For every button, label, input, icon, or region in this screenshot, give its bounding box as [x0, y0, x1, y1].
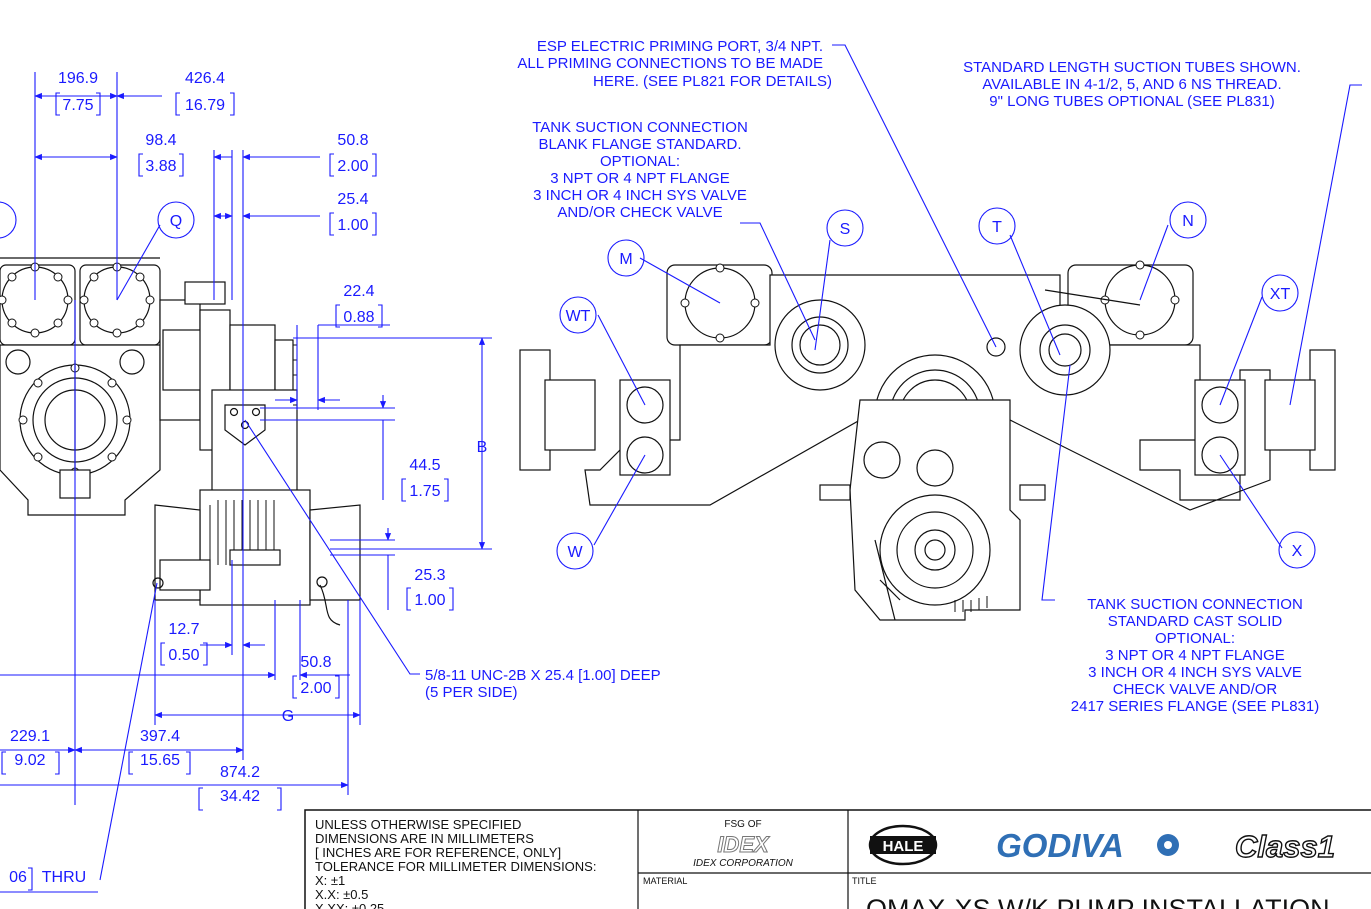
balloon-q-label: Q	[170, 213, 182, 230]
dimension-texts: 196.9 7.75 426.4 16.79 98.4 3.88 50.8 2.…	[0, 70, 488, 893]
dim-g: G	[282, 708, 294, 725]
spec-line4: TOLERANCE FOR MILLIMETER DIMENSIONS:	[315, 859, 596, 874]
dim-229-in: 9.02	[14, 752, 45, 769]
dimension-lines	[0, 72, 492, 805]
dim-22-mm: 22.4	[343, 283, 374, 300]
tank-cast-line1: TANK SUCTION CONNECTION	[1087, 596, 1303, 613]
thread-note-line2: (5 PER SIDE)	[425, 684, 518, 701]
title-block: UNLESS OTHERWISE SPECIFIED DIMENSIONS AR…	[304, 809, 1371, 909]
thru-label: THRU	[42, 869, 86, 886]
balloon-s	[826, 209, 864, 247]
dim-874-mm: 874.2	[220, 764, 260, 781]
tank-cast-line6: CHECK VALVE AND/OR	[1113, 681, 1278, 698]
spec-line5: X: ±1	[315, 873, 345, 888]
tank-cast-line2: STANDARD CAST SOLID	[1108, 613, 1283, 630]
balloon-wt	[559, 296, 597, 334]
dim-12-mm: 12.7	[168, 621, 199, 638]
tank-cast-line4: 3 NPT OR 4 NPT FLANGE	[1105, 647, 1285, 664]
dim-50a-mm: 50.8	[337, 132, 368, 149]
spec-line6: X.X: ±0.5	[315, 887, 368, 902]
dim-50a-in: 2.00	[337, 158, 368, 175]
leader-lines	[99, 44, 1362, 881]
godiva-logo: GODIVA	[996, 827, 1124, 864]
esp-note-line2: ALL PRIMING CONNECTIONS TO BE MADE	[517, 55, 823, 72]
drawing-title: QMAX-XS W/K PUMP INSTALLATION	[866, 894, 1330, 909]
balloon-x	[1278, 531, 1316, 569]
balloon-q	[157, 201, 195, 239]
balloon-w-label: W	[567, 544, 583, 561]
tank-cast-line7: 2417 SERIES FLANGE (SEE PL831)	[1071, 698, 1319, 715]
balloon-w	[556, 532, 594, 570]
class1-logo: Class1	[1235, 829, 1335, 864]
balloon-n	[1169, 201, 1207, 239]
dim-874-in: 34.42	[220, 788, 260, 805]
thread-note-line1: 5/8-11 UNC-2B X 25.4 [1.00] DEEP	[425, 667, 661, 684]
spec-line2: DIMENSIONS ARE IN MILLIMETERS	[315, 831, 534, 846]
dim-25a-in: 1.00	[337, 217, 368, 234]
tank-blank-line4: 3 NPT OR 4 NPT FLANGE	[550, 170, 730, 187]
esp-note-line3: HERE. (SEE PL821 FOR DETAILS)	[593, 73, 832, 90]
thru-value: 06	[9, 869, 27, 886]
dim-426-in: 16.79	[185, 97, 225, 114]
tubes-note-line3: 9" LONG TUBES OPTIONAL (SEE PL831)	[989, 93, 1274, 110]
balloon-m-label: M	[619, 251, 632, 268]
tank-blank-line5: 3 INCH OR 4 INCH SYS VALVE	[533, 187, 747, 204]
spec-line3: [ INCHES ARE FOR REFERENCE, ONLY]	[315, 845, 561, 860]
balloon-wt-label: WT	[566, 308, 591, 325]
side-view-pump	[0, 257, 361, 626]
dim-397-mm: 397.4	[140, 728, 180, 745]
balloon-n-label: N	[1182, 213, 1194, 230]
front-view-pump	[519, 260, 1336, 621]
dim-b: B	[477, 439, 488, 456]
balloon-t-label: T	[992, 219, 1002, 236]
esp-note-line1: ESP ELECTRIC PRIMING PORT, 3/4 NPT.	[537, 38, 823, 55]
dim-25a-mm: 25.4	[337, 191, 368, 208]
dim-98-mm: 98.4	[145, 132, 176, 149]
balloons: Q M S T N WT XT W X	[0, 201, 1316, 570]
idex-corporation-label: IDEX CORPORATION	[693, 858, 794, 869]
tubes-note-line1: STANDARD LENGTH SUCTION TUBES SHOWN.	[963, 59, 1301, 76]
tank-blank-line2: BLANK FLANGE STANDARD.	[538, 136, 741, 153]
tank-blank-line3: OPTIONAL:	[600, 153, 680, 170]
balloon-x-label: X	[1292, 543, 1303, 560]
dim-22-in: 0.88	[343, 309, 374, 326]
spec-line1: UNLESS OTHERWISE SPECIFIED	[315, 817, 521, 832]
dim-25b-in: 1.00	[414, 592, 445, 609]
tank-cast-line3: OPTIONAL:	[1155, 630, 1235, 647]
balloon-s-label: S	[840, 221, 851, 238]
hale-logo: HALE	[883, 838, 924, 855]
tubes-note-line2: AVAILABLE IN 4-1/2, 5, AND 6 NS THREAD.	[982, 76, 1281, 93]
dim-397-in: 15.65	[140, 752, 180, 769]
dim-229-mm: 229.1	[10, 728, 50, 745]
dim-98-in: 3.88	[145, 158, 176, 175]
balloon-xt	[1261, 274, 1299, 312]
dim-196-mm: 196.9	[58, 70, 98, 87]
tank-blank-line1: TANK SUCTION CONNECTION	[532, 119, 748, 136]
balloon-t	[978, 207, 1016, 245]
material-label: MATERIAL	[643, 876, 687, 886]
title-label: TITLE	[852, 876, 877, 886]
spec-line7: X.XX: ±0.25	[315, 901, 384, 909]
dim-50b-in: 2.00	[300, 680, 331, 697]
callout-notes: ESP ELECTRIC PRIMING PORT, 3/4 NPT. ALL …	[425, 38, 1319, 715]
dim-50b-mm: 50.8	[300, 654, 331, 671]
dim-426-mm: 426.4	[185, 70, 225, 87]
tank-blank-line6: AND/OR CHECK VALVE	[557, 204, 722, 221]
dim-44-mm: 44.5	[409, 457, 440, 474]
tank-cast-line5: 3 INCH OR 4 INCH SYS VALVE	[1088, 664, 1302, 681]
dim-196-in: 7.75	[62, 97, 93, 114]
dim-44-in: 1.75	[409, 483, 440, 500]
idex-logo: IDEX	[717, 832, 770, 857]
balloon-m	[607, 239, 645, 277]
dim-12-in: 0.50	[168, 647, 199, 664]
balloon-xt-label: XT	[1270, 286, 1291, 303]
fsg-of-label: FSG OF	[724, 819, 761, 830]
dim-25b-mm: 25.3	[414, 567, 445, 584]
